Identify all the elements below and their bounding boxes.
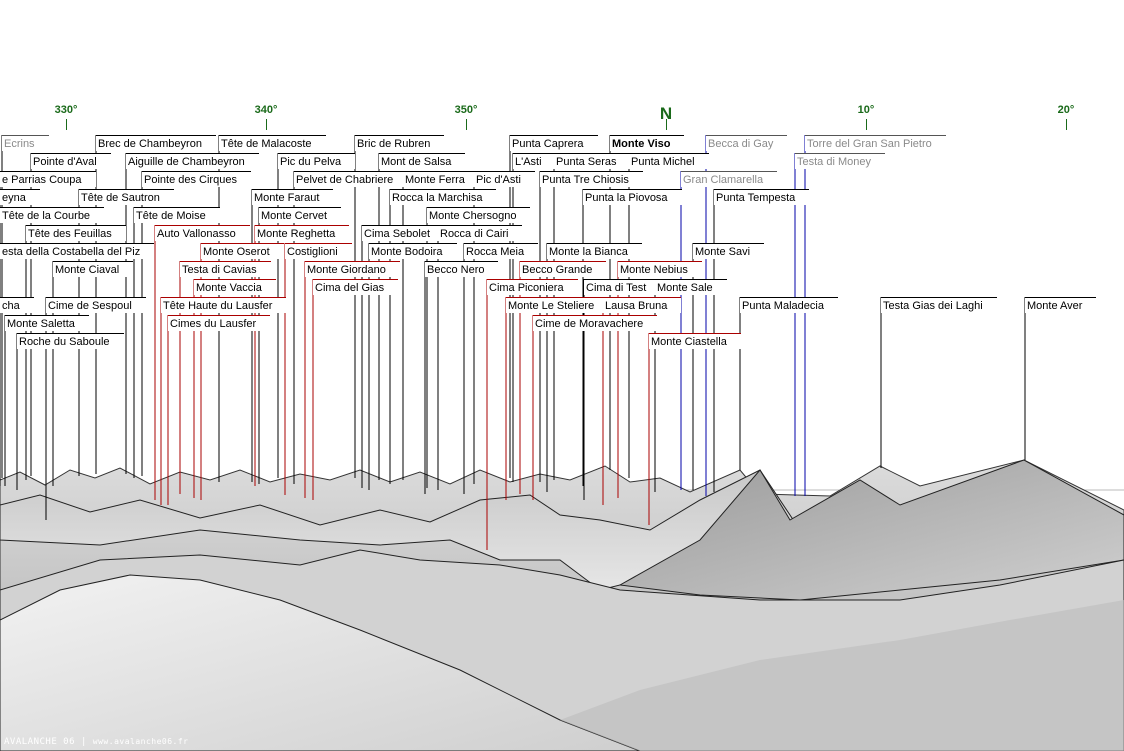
peak-label: Punta Seras — [554, 153, 631, 169]
peak-label: Tête de Malacoste — [219, 135, 326, 151]
peak-label: Monte Faraut — [252, 189, 334, 205]
peak-label: Monte Bodoira — [369, 243, 457, 259]
peak-label: Cima del Gias — [313, 279, 399, 295]
right-foreground — [560, 600, 1124, 751]
peak-label: Monte Chersogno — [427, 207, 531, 223]
peak-label: Punta Michel — [629, 153, 709, 169]
peak-label: Monte Vaccia — [194, 279, 276, 295]
peak-label: Costiglioni — [285, 243, 352, 259]
peak-label: Testa di Money — [795, 153, 885, 169]
peak-label: Aiguille de Chambeyron — [126, 153, 259, 169]
peak-label: Punta Tempesta — [714, 189, 810, 205]
footer-credit: AVALANCHE 06 | www.avalanche06.fr — [4, 737, 189, 747]
peak-label: Monte Saletta — [5, 315, 89, 331]
peak-label: Cime de Sespoul — [46, 297, 146, 313]
peak-label: Tête de Sautron — [79, 189, 174, 205]
peak-label: Rocca la Marchisa — [390, 189, 497, 205]
compass-tick — [866, 119, 867, 130]
peak-label: Monte Oserot — [201, 243, 284, 259]
peak-label: Auto Vallonasso — [155, 225, 250, 241]
peak-label: eyna — [0, 189, 40, 205]
mid-ridge-left — [0, 469, 801, 591]
peak-label: Pelvet de Chabriere — [294, 171, 408, 187]
peak-label: Monte Savi — [693, 243, 765, 259]
peak-label: Testa di Cavias — [180, 261, 271, 277]
peak-label: Rocca Meia — [464, 243, 539, 259]
peak-label: Monte la Bianca — [547, 243, 642, 259]
peak-label: Cimes du Lausfer — [168, 315, 271, 331]
compass-label: 10° — [857, 104, 875, 116]
peak-label: Punta Maladecia — [740, 297, 838, 313]
compass-tick — [266, 119, 267, 130]
peak-label: Monte Ciastella — [649, 333, 741, 349]
peak-label: Monte Le Steliere — [506, 297, 609, 313]
peak-label: Monte Sale — [655, 279, 727, 295]
peak-label: Pic du Pelva — [278, 153, 356, 169]
peak-label: esta della Costabella del Piz — [0, 243, 155, 259]
peak-label: Punta Caprera — [510, 135, 598, 151]
peak-label: Monte Ferra — [403, 171, 479, 187]
peak-label: Torre del Gran San Pietro — [805, 135, 946, 151]
compass-label: 330° — [54, 104, 78, 116]
peak-label: Mont de Salsa — [379, 153, 466, 169]
peak-label: Gran Clamarella — [681, 171, 778, 187]
peak-label: Testa Gias dei Laghi — [881, 297, 997, 313]
peak-label: Cima Piconiera — [487, 279, 578, 295]
footer-separator: | — [80, 737, 87, 747]
peak-label: cha — [0, 297, 34, 313]
footer-brand: AVALANCHE 06 — [4, 737, 76, 747]
mid-ridge-right — [618, 459, 1124, 601]
peak-label: Monte Nebius — [618, 261, 702, 277]
compass-label: 20° — [1057, 104, 1075, 116]
peak-label: Monte Reghetta — [255, 225, 350, 241]
peak-label: Tête de Moise — [134, 207, 220, 223]
peak-label: Becco Nero — [425, 261, 499, 277]
peak-label: Tête de la Courbe — [0, 207, 105, 223]
peak-label: Monte Giordano — [305, 261, 400, 277]
peak-label: Lausa Bruna — [603, 297, 682, 313]
peak-label: Punta la Piovosa — [583, 189, 682, 205]
compass-label: N — [659, 104, 673, 123]
peak-label: Monte Aver — [1025, 297, 1097, 313]
peak-label: Pointe des Cirques — [142, 171, 251, 187]
peak-label: Rocca di Cairi — [438, 225, 523, 241]
peak-label: Roche du Saboule — [17, 333, 124, 349]
peak-label: Ecrins — [2, 135, 49, 151]
compass-label: 350° — [454, 104, 478, 116]
peak-label: Monte Ciaval — [53, 261, 134, 277]
compass-label: 340° — [254, 104, 278, 116]
peak-label: Tête des Feuillas — [26, 225, 126, 241]
near-hill — [0, 574, 641, 751]
footer-url[interactable]: www.avalanche06.fr — [92, 737, 189, 746]
peak-label: Punta Tre Chiosis — [540, 171, 643, 187]
peak-label: Pointe d'Aval — [31, 153, 111, 169]
compass-tick — [66, 119, 67, 130]
peak-label: Tête Haute du Lausfer — [161, 297, 287, 313]
peak-label: Brec de Chambeyron — [96, 135, 216, 151]
peak-label: Cima Sebolet — [362, 225, 445, 241]
compass-tick — [1066, 119, 1067, 130]
peak-label: e Parrias Coupa — [0, 171, 96, 187]
peak-label: Cima di Test — [584, 279, 661, 295]
peak-label: Pic d'Asti — [474, 171, 535, 187]
peak-label: Cime de Moravachere — [533, 315, 658, 331]
compass-tick — [466, 119, 467, 130]
peak-label: Monte Cervet — [259, 207, 342, 223]
peak-label: Becca di Gay — [706, 135, 788, 151]
compass-tick — [666, 119, 667, 130]
peak-label: L'Asti — [513, 153, 556, 169]
peak-label: Monte Viso — [610, 135, 685, 151]
peak-label: Bric de Rubren — [355, 135, 445, 151]
peak-label: Becco Grande — [520, 261, 607, 277]
